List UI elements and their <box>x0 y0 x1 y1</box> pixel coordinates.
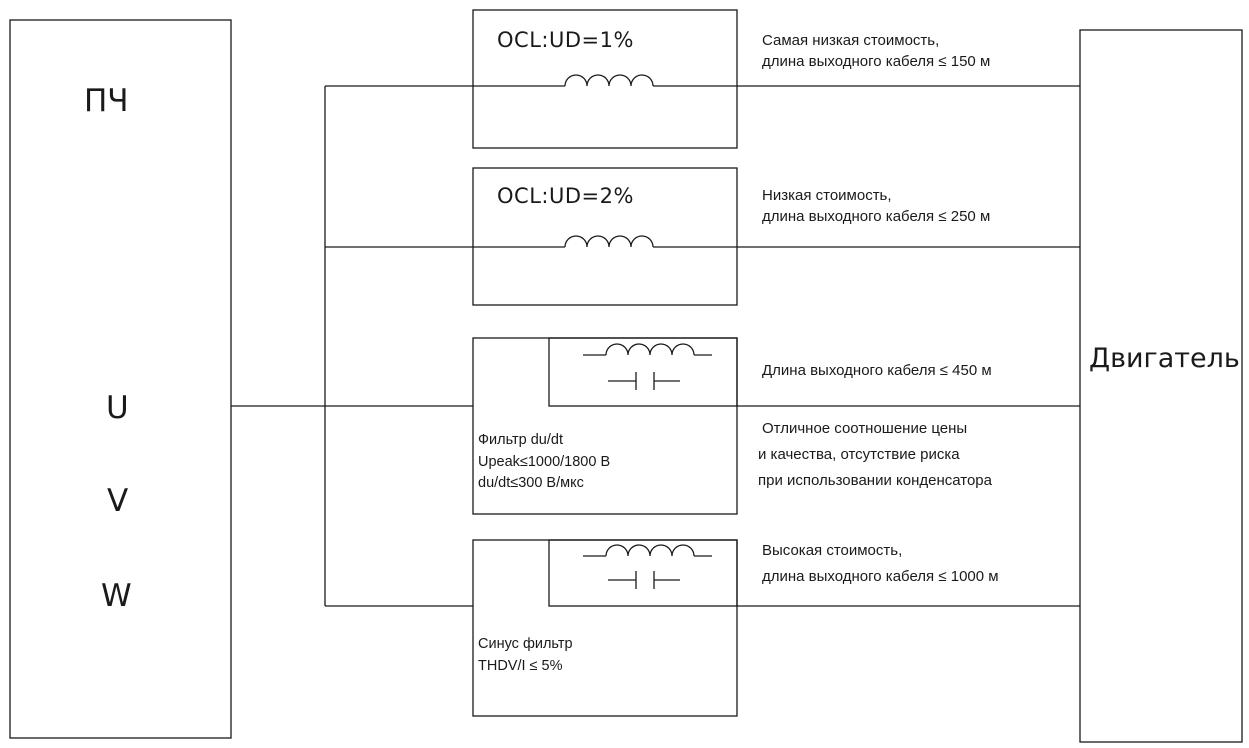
phase-u-label: U <box>106 390 129 426</box>
dudt-filter-label-line-3: du/dt≤300 В/мкс <box>478 475 584 491</box>
sine-filter-coil-icon <box>605 544 695 557</box>
sine-filter-label-line-1: Синус фильтр <box>478 636 573 652</box>
reactor-1-note-line-2: длина выходного кабеля ≤ 150 м <box>762 53 991 70</box>
reactor-2-box <box>472 167 738 306</box>
dudt-filter-note-line-2: и качества, отсутствие риска <box>758 446 960 463</box>
sine-filter-lc-box <box>548 539 738 607</box>
converter-block <box>9 19 232 739</box>
reactor-2-note-line-2: длина выходного кабеля ≤ 250 м <box>762 208 991 225</box>
dudt-filter-label-line-2: Upeak≤1000/1800 В <box>478 454 611 470</box>
dudt-filter-label-line-1: Фильтр du/dt <box>478 432 563 448</box>
dudt-filter-note-line-3: при использовании конденсатора <box>758 472 992 489</box>
reactor-1-coil-icon <box>564 74 654 87</box>
dudt-filter-coil-icon <box>605 343 695 356</box>
dudt-filter-lc-box <box>548 337 738 407</box>
dudt-filter-capacitor-icon <box>608 372 680 390</box>
dudt-filter-note-line-1: Отличное соотношение цены <box>762 420 968 437</box>
reactor-1-label: OCL:UD=1% <box>497 28 634 52</box>
phase-w-label: W <box>101 578 132 614</box>
sine-filter-box <box>472 539 738 717</box>
reactor-2-label: OCL:UD=2% <box>497 184 634 208</box>
reactor-2-note-line-1: Низкая стоимость, <box>762 187 892 204</box>
converter-title: ПЧ <box>84 83 129 119</box>
sine-filter-capacitor-icon <box>608 571 680 589</box>
motor-label: Двигатель <box>1089 343 1240 374</box>
reactor-1-note-line-1: Самая низкая стоимость, <box>762 32 940 49</box>
reactor-2-coil-icon <box>564 235 654 248</box>
sine-filter-note-line-1: Высокая стоимость, <box>762 542 903 559</box>
sine-filter-label-line-2: THDV/I ≤ 5% <box>478 658 563 674</box>
dudt-filter-note-top: Длина выходного кабеля ≤ 450 м <box>762 362 992 379</box>
phase-v-label: V <box>107 483 129 519</box>
reactor-1-box <box>472 9 738 149</box>
motor-block <box>1079 29 1243 743</box>
sine-filter-note-line-2: длина выходного кабеля ≤ 1000 м <box>762 568 999 585</box>
